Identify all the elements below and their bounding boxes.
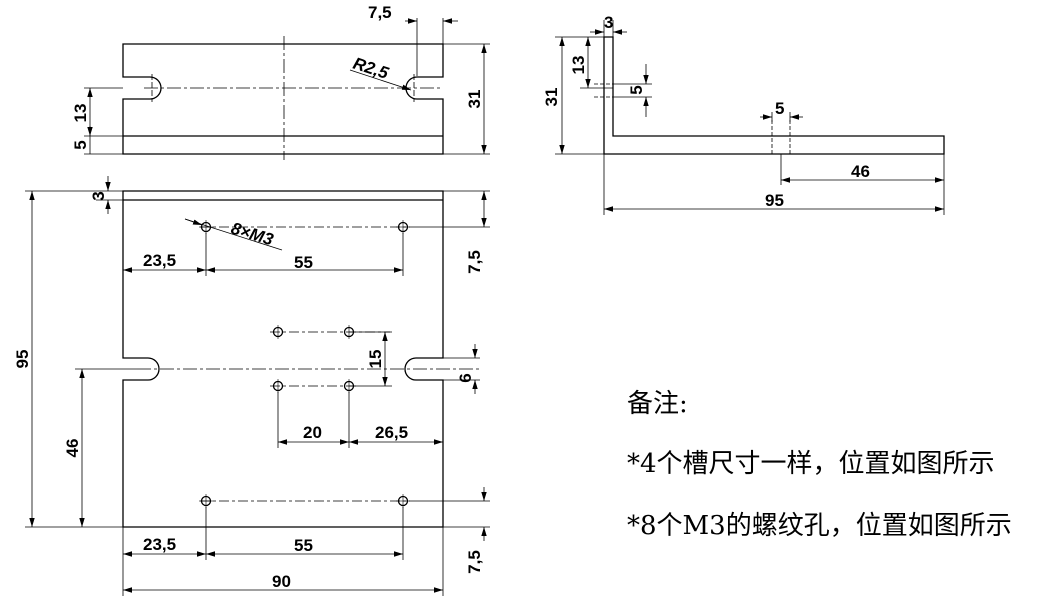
side-dim-hole-height: 13 [569, 56, 588, 75]
main-dim-center-spacing: 20 [303, 423, 322, 442]
main-dim-slot-height: 6 [456, 373, 475, 382]
main-dim-top-hole-offset: 7,5 [465, 250, 484, 274]
side-dim-height: 31 [542, 88, 561, 107]
thread-callout: 8×M3 [229, 219, 276, 250]
top-dim-bottom-band: 5 [71, 140, 90, 149]
main-dim-top-offset: 3 [89, 191, 108, 200]
main-dim-bottom-hole-offset: 7,5 [465, 550, 484, 574]
side-view-outline [603, 36, 945, 155]
main-dim-hole-spacing-bottom: 55 [294, 536, 313, 555]
side-dim-hole2-pos: 46 [851, 162, 870, 181]
main-dim-center-right: 26,5 [375, 423, 408, 442]
main-view [25, 176, 490, 596]
main-dim-slot-pos: 46 [63, 439, 82, 458]
top-dim-height: 31 [465, 90, 484, 109]
notes-line-1: *4个槽尺寸一样，位置如图所示 [627, 449, 995, 479]
main-view-outline [122, 190, 444, 528]
top-view [84, 18, 490, 160]
side-dim-hole2-width: 5 [775, 99, 784, 118]
top-dim-radius: R2,5 [351, 54, 392, 83]
notes-title: 备注: [627, 389, 688, 419]
main-dim-total-height: 95 [13, 350, 32, 369]
side-dim-hole-width: 5 [627, 85, 646, 94]
main-dim-center-vertical: 15 [366, 350, 385, 369]
main-dim-hole-spacing-top: 55 [294, 253, 313, 272]
notes-line-2: *8个M3的螺纹孔，位置如图所示 [627, 511, 1012, 541]
top-dim-slot-pos: 13 [71, 104, 90, 123]
main-dim-left-bottom-hole: 23,5 [143, 535, 176, 554]
main-dim-left-top-hole: 23,5 [143, 251, 176, 270]
top-dim-slot-width: 7,5 [368, 3, 392, 22]
side-dim-thickness: 3 [604, 13, 613, 32]
main-dim-total-width: 90 [272, 572, 291, 591]
side-dim-length: 95 [765, 191, 784, 210]
top-view-outline [122, 43, 444, 155]
side-view [555, 20, 945, 215]
